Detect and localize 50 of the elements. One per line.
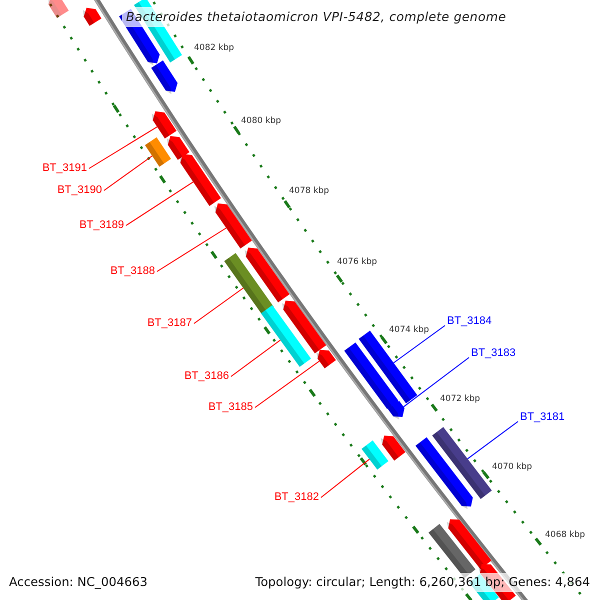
gene-feature <box>244 248 290 302</box>
gene-feature <box>82 8 102 26</box>
leader-line <box>403 357 470 408</box>
gene-label: BT_3181 <box>520 411 565 424</box>
gene-label: BT_3188 <box>110 265 155 278</box>
gene-bar <box>432 426 492 500</box>
position-label: 4080 kbp <box>241 116 282 126</box>
gene-label: BT_3190 <box>57 184 102 197</box>
leader-line <box>320 458 370 498</box>
gene-feature <box>380 436 406 461</box>
gene-feature <box>179 154 222 206</box>
gene-label: BT_3184 <box>447 315 492 328</box>
leader-line <box>194 288 244 324</box>
leader-line <box>230 340 281 377</box>
leader-line <box>156 228 227 272</box>
leader-line <box>104 155 153 191</box>
position-label: 4078 kbp <box>289 186 330 196</box>
leader-line <box>88 126 158 169</box>
gene-label: BT_3186 <box>184 370 229 383</box>
leader-line <box>393 325 446 364</box>
gene-bar <box>260 305 312 367</box>
position-label: 4068 kbp <box>545 530 586 540</box>
gene-feature <box>416 437 473 510</box>
gene-feature <box>152 111 177 139</box>
gene-label: BT_3183 <box>471 347 516 360</box>
gene-label: BT_3187 <box>147 317 192 330</box>
gene-label: BT_3191 <box>42 162 87 175</box>
gene-label: BT_3185 <box>208 401 253 414</box>
gene-feature <box>344 342 398 412</box>
position-label: 4070 kbp <box>492 462 532 472</box>
gene-feature <box>316 350 336 368</box>
position-label: 4072 kbp <box>440 394 480 404</box>
position-label: 4082 kbp <box>194 43 234 53</box>
gene-bar <box>144 137 172 167</box>
gene-feature <box>48 0 69 18</box>
leader-line <box>126 181 194 226</box>
position-label: 4074 kbp <box>389 325 430 335</box>
leader-line <box>467 421 518 460</box>
position-label: 4076 kbp <box>337 257 378 267</box>
leader-line <box>254 360 320 408</box>
gene-label: BT_3189 <box>79 219 124 232</box>
gene-feature <box>446 519 492 570</box>
gene-feature <box>388 400 404 420</box>
gene-label: BT_3182 <box>274 491 319 504</box>
gene-feature <box>214 203 252 249</box>
gene-feature <box>166 136 190 160</box>
gene-feature <box>282 300 326 354</box>
gene-bar <box>362 440 388 470</box>
gene-bar <box>224 253 274 315</box>
gene-feature <box>151 60 178 94</box>
